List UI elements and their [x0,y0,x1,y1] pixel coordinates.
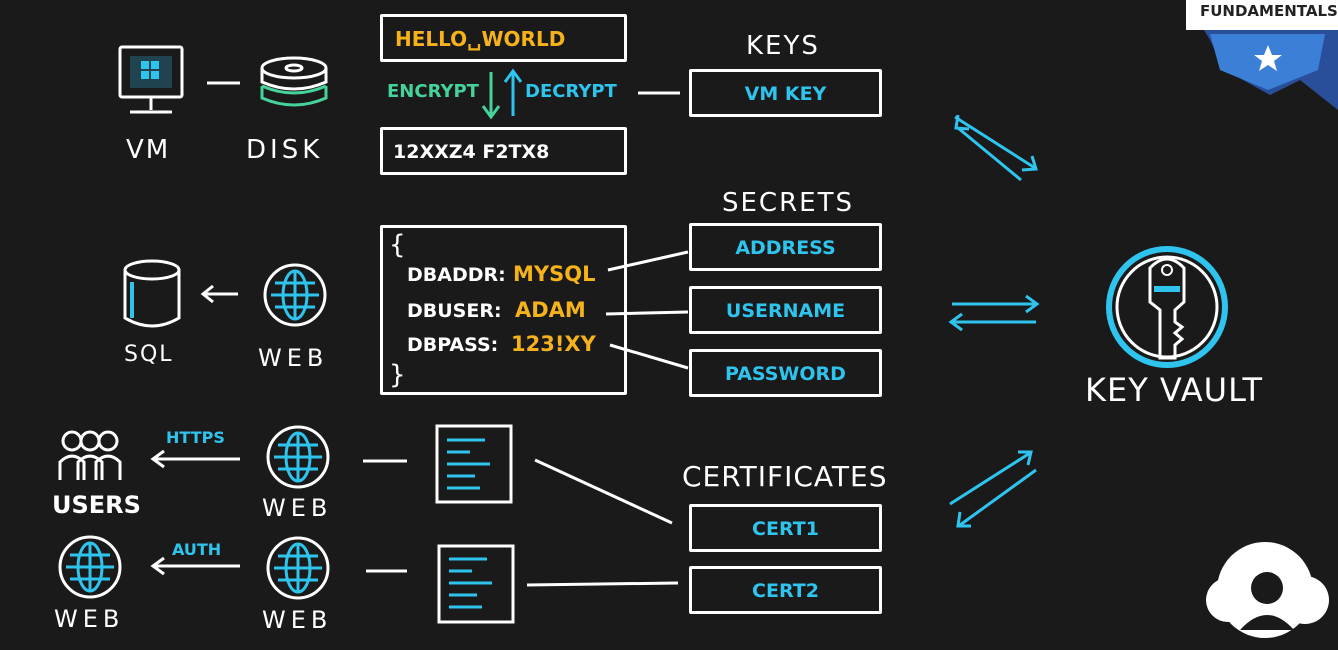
certificate-box: CERT2 [689,566,882,614]
plaintext-box: HELLO␣WORLD [380,14,627,62]
database-icon [123,259,181,328]
https-arrow [150,449,240,469]
certificate-document-icon [437,544,515,624]
addr-secret-link [607,250,689,272]
users-label: USERS [52,491,141,519]
certificate-document-icon [435,424,513,504]
web-label: WEB [262,494,333,522]
config-open-brace: { [389,230,406,260]
sql-label: SQL [124,342,174,367]
encrypt-label: ENCRYPT [387,81,479,102]
secret-label: PASSWORD [725,363,846,385]
plaintext-value: HELLO␣WORLD [395,27,566,51]
ciphertext-value: 12XXZ4 F2TX8 [393,141,550,163]
config-close-brace: } [389,360,406,390]
disk-icon [260,56,328,107]
globe-icon [263,263,327,327]
globe-icon [266,536,330,600]
config-value: MYSQL [513,262,596,286]
keys-vault-arrows [954,114,1038,182]
keys-heading: KEYS [746,31,820,61]
web-label: WEB [258,344,329,372]
ciphertext-box: 12XXZ4 F2TX8 [380,127,627,175]
fundamentals-badge-label: FUNDAMENTALS [1200,2,1338,20]
secrets-heading: SECRETS [722,188,854,218]
auth-arrow [150,556,240,576]
web-to-sql-arrow [200,284,238,304]
user-secret-link [605,310,689,316]
key-vault-label: KEY VAULT [1085,371,1264,409]
web-label: WEB [262,606,333,634]
users-icon [58,430,122,480]
vm-key-label: VM KEY [744,83,827,105]
secrets-vault-arrows [948,294,1040,332]
fundamentals-badge [1186,0,1338,110]
star-icon [1254,45,1282,71]
https-label: HTTPS [166,428,225,447]
encrypt-arrow [481,72,501,120]
decrypt-label: DECRYPT [525,81,617,102]
config-value: ADAM [515,298,586,322]
globe-icon [266,425,330,489]
certificate-label: CERT2 [752,580,819,602]
vm-label: VM [126,135,171,165]
secret-box: USERNAME [689,286,882,334]
presenter-avatar-icon [1206,542,1329,638]
auth-label: AUTH [172,540,222,559]
globe-icon [58,535,122,599]
secret-label: ADDRESS [735,237,836,259]
secret-box: ADDRESS [689,223,882,271]
disk-label: DISK [246,135,324,165]
vm-monitor-icon [118,45,184,114]
web-label: WEB [54,605,125,633]
config-key: DBADDR: [407,264,506,286]
decrypt-arrow [503,68,523,116]
certificate-box: CERT1 [689,504,882,552]
certs-vault-arrows [949,450,1037,528]
pass-secret-link [609,343,689,370]
key-vault-icon [1106,246,1228,368]
certificates-heading: CERTIFICATES [682,460,888,493]
secret-label: USERNAME [725,300,846,322]
config-value: 123!XY [511,332,596,356]
doc-cert2-link [526,581,679,587]
config-box: { DBADDR: MYSQL DBUSER: ADAM DBPASS: 123… [380,225,627,395]
secret-box: PASSWORD [689,349,882,397]
doc-cert1-link [534,458,673,525]
config-key: DBPASS: [407,334,499,356]
config-key: DBUSER: [407,300,502,322]
vm-key-box: VM KEY [689,69,882,117]
certificate-label: CERT1 [752,518,819,540]
